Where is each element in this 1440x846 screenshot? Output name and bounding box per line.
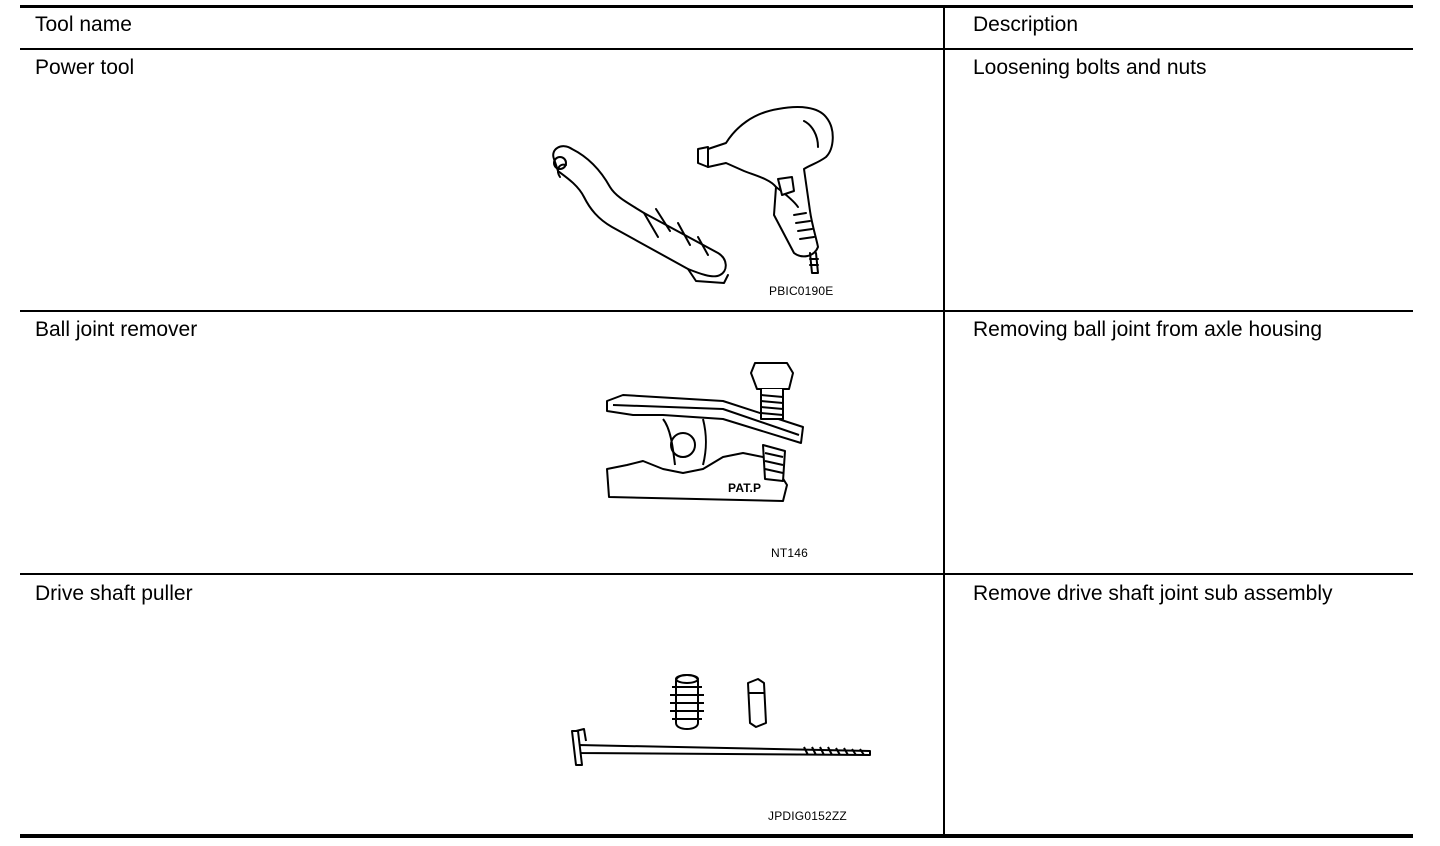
header-tool-name: Tool name	[35, 13, 132, 36]
drive-shaft-puller-illustration	[571, 674, 871, 766]
figure-label: PAT.P	[728, 481, 762, 495]
figure-code: JPDIG0152ZZ	[768, 809, 847, 823]
figure-code: PBIC0190E	[769, 284, 834, 298]
header-description: Description	[973, 13, 1079, 36]
row-divider	[20, 310, 1413, 312]
tool-name-cell: Drive shaft puller	[35, 582, 193, 605]
table-bottom-rule	[20, 834, 1413, 838]
tools-table: Tool name Description Power tool Looseni…	[20, 5, 1413, 838]
description-cell: Removing ball joint from axle housing	[973, 318, 1323, 341]
power-tool-illustration	[552, 106, 834, 284]
row-divider	[20, 573, 1413, 575]
table-top-rule	[20, 5, 1413, 8]
tool-name-cell: Ball joint remover	[35, 318, 198, 341]
description-cell: Loosening bolts and nuts	[973, 56, 1207, 79]
description-cell: Remove drive shaft joint sub assembly	[973, 582, 1333, 605]
column-divider	[943, 5, 945, 835]
ball-joint-remover-illustration	[606, 362, 804, 502]
header-divider	[20, 48, 1413, 50]
figure-code: NT146	[771, 546, 809, 560]
tool-name-cell: Power tool	[35, 56, 135, 79]
